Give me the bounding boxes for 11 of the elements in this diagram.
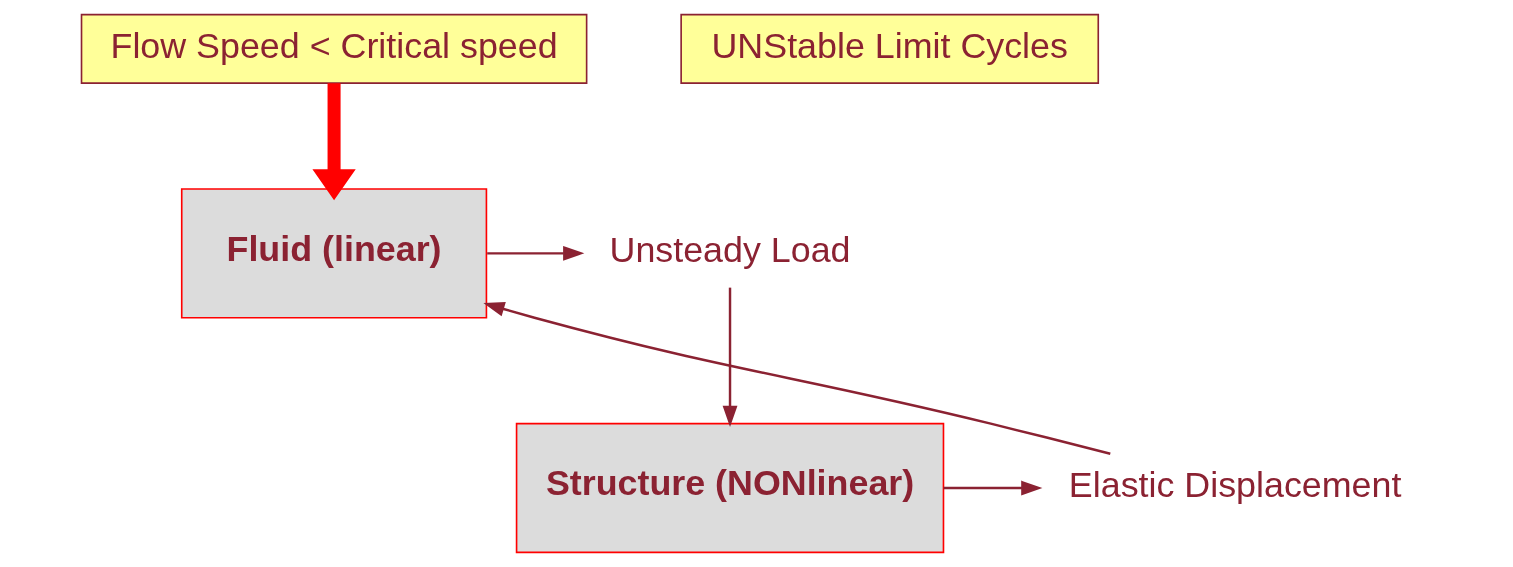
node-text: Unsteady Load: [609, 230, 851, 271]
node-box: Structure (NONlinear): [515, 422, 945, 554]
arrow: [722, 287, 738, 428]
arrow: [943, 480, 1043, 496]
arrow: [483, 301, 1111, 455]
node-box: Fluid (linear): [180, 188, 488, 319]
arrow: [312, 83, 356, 201]
node-box: Flow Speed < Critical speed: [80, 13, 588, 84]
arrow: [487, 245, 585, 261]
node-text: Elastic Displacement: [1068, 465, 1402, 506]
node-box: UNStable Limit Cycles: [680, 13, 1100, 84]
